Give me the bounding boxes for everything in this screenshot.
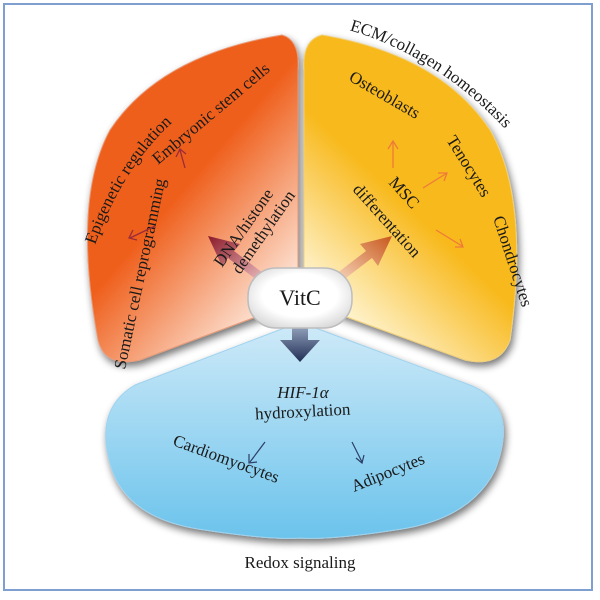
mechanism-redox-line1: HIF-1α	[276, 383, 329, 402]
section-redox	[105, 321, 504, 539]
outer-label-redox: Redox signaling	[245, 553, 356, 572]
arrow-to-redox	[280, 310, 320, 362]
small-arrow-redox-left	[248, 441, 266, 464]
small-arrow-epi-up	[175, 147, 187, 169]
small-arrow-ecm-right	[422, 172, 448, 189]
small-arrow-ecm-up	[387, 139, 399, 168]
small-arrow-redox-right	[351, 441, 365, 465]
small-arrow-epi-left	[128, 225, 156, 241]
arrow-to-epigenetic	[208, 236, 268, 284]
small-arrow-ecm-down	[435, 229, 464, 248]
mechanism-redox-line2: hydroxylation	[255, 399, 352, 423]
center-label: VitC	[279, 285, 320, 310]
center-node-vitc: VitC	[247, 267, 353, 329]
arrow-to-ecm	[332, 236, 392, 284]
